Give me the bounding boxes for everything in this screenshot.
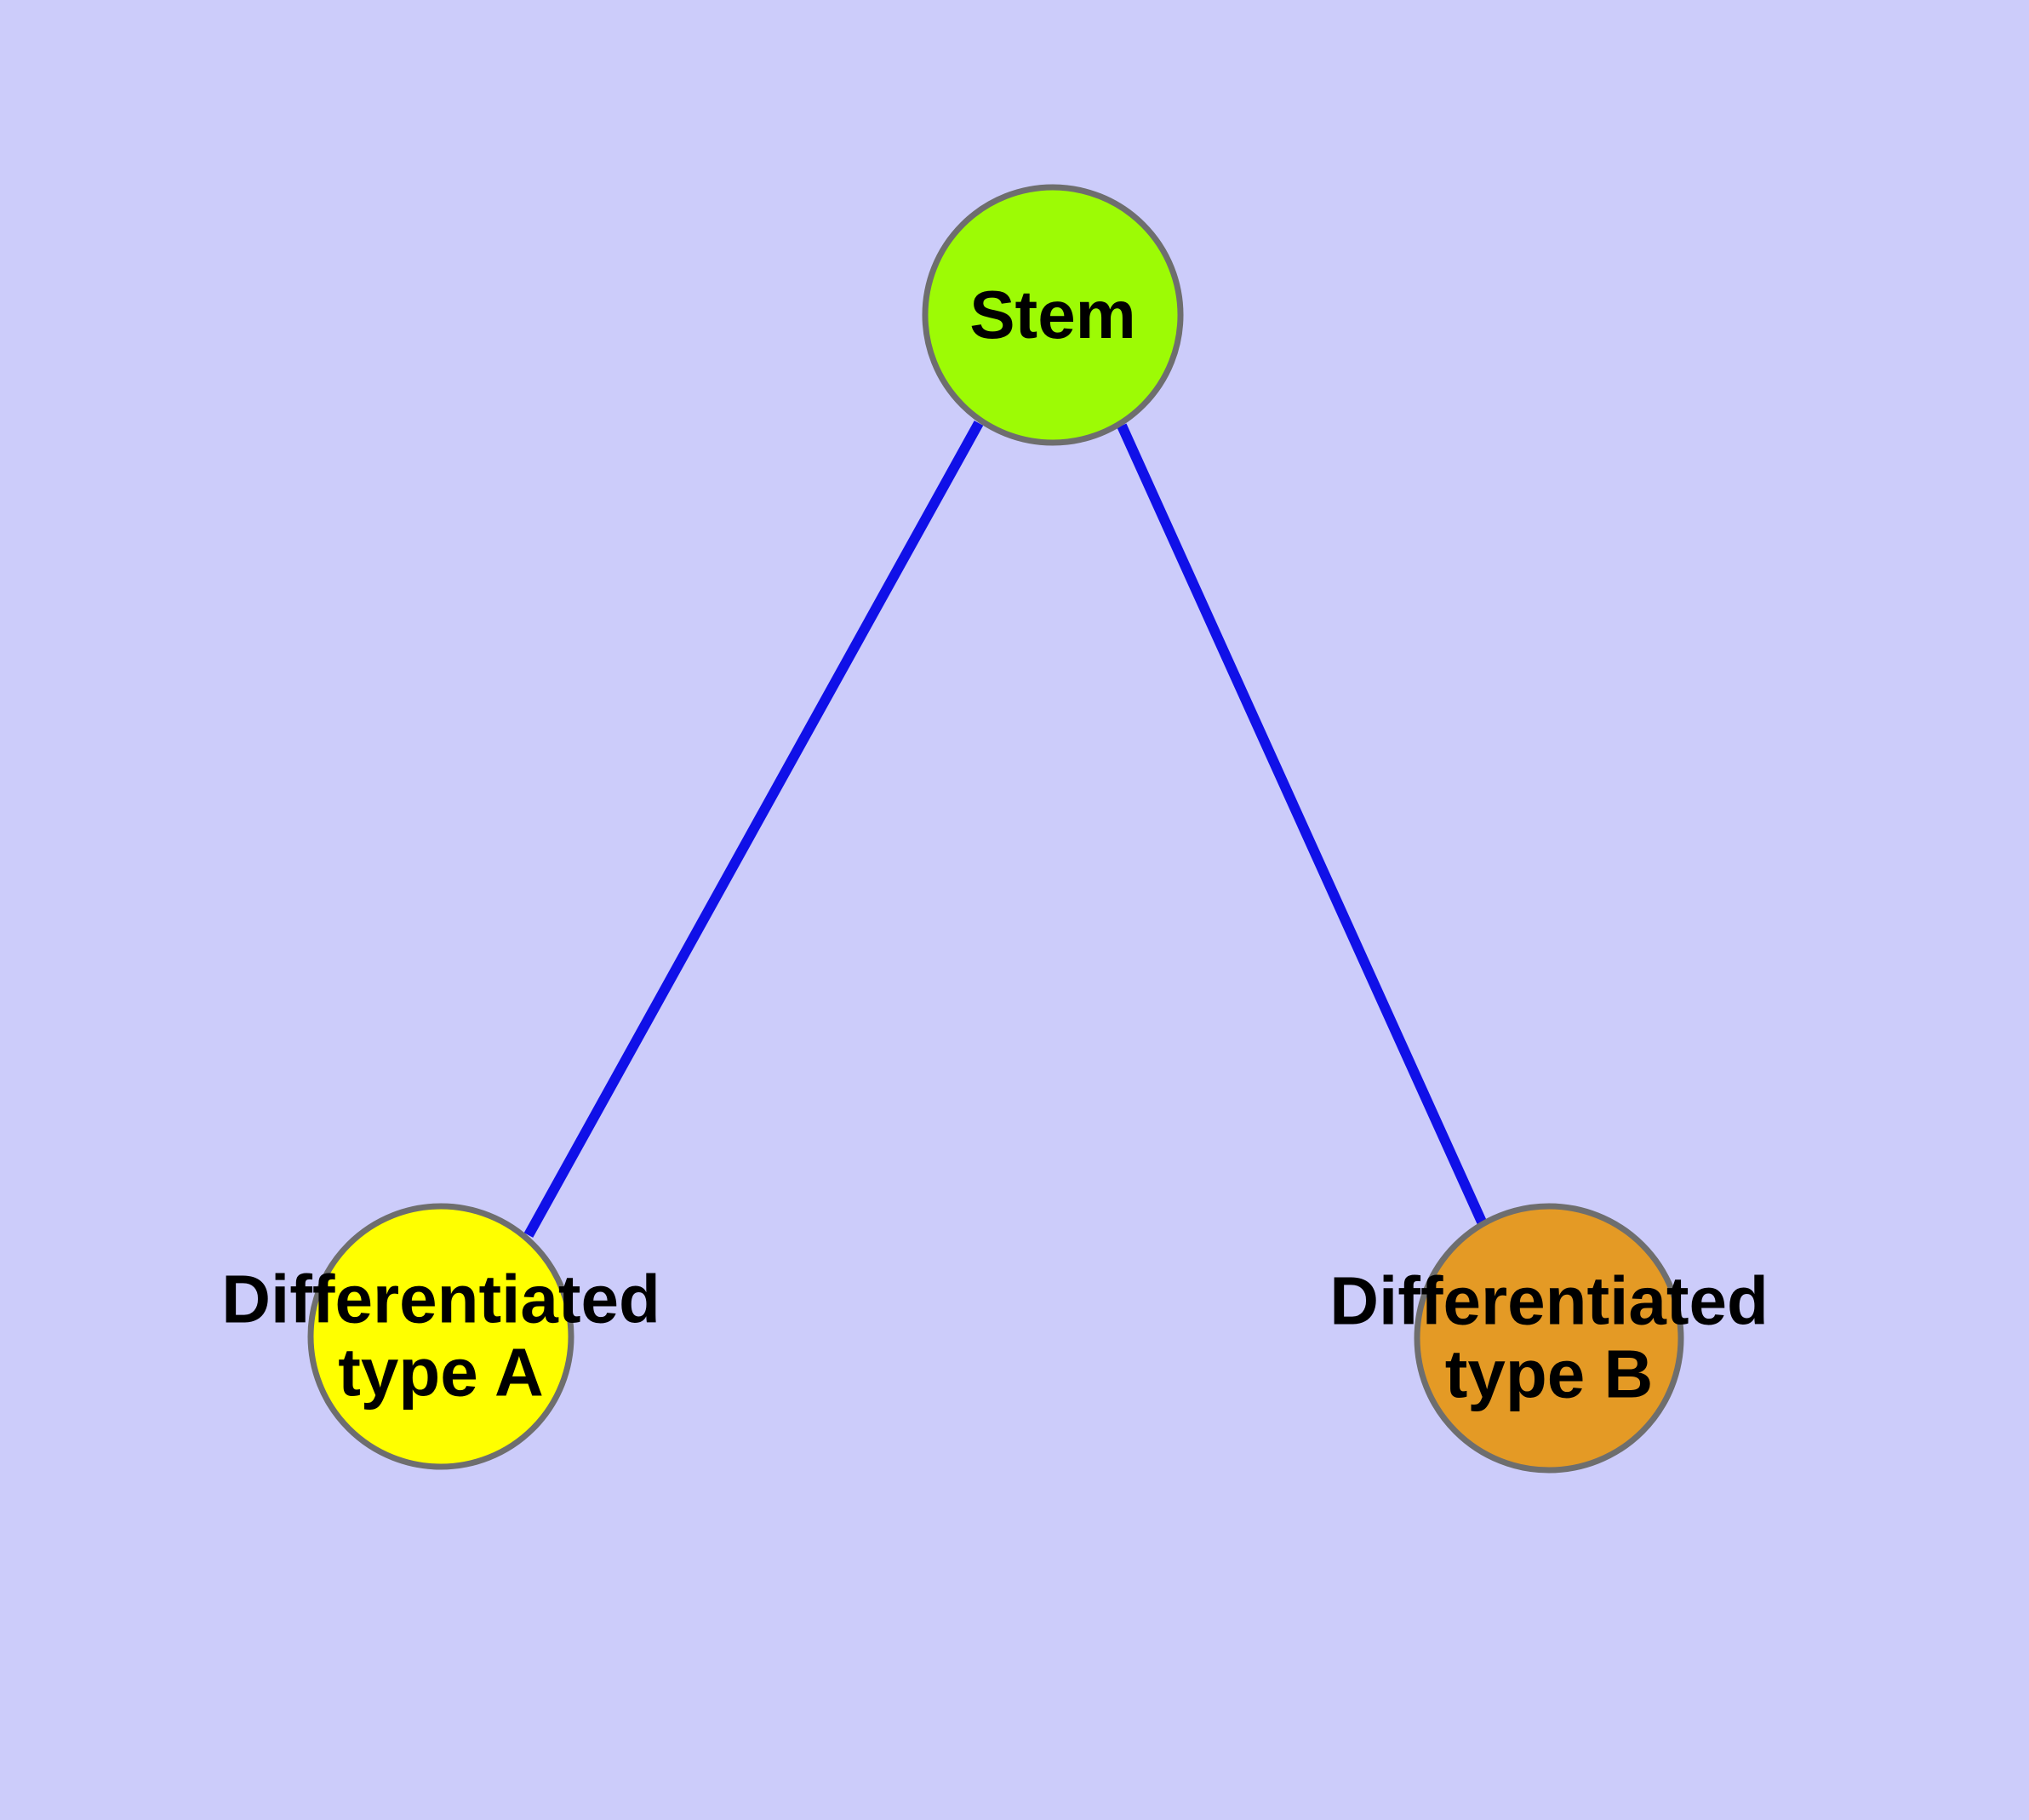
edge-layer [523, 421, 1489, 1238]
node-stem[interactable] [922, 184, 1184, 446]
node-layer [307, 184, 1684, 1474]
edge-stem-to-differentiated-type-a[interactable] [523, 421, 984, 1238]
node-differentiated-type-a[interactable] [307, 1203, 574, 1470]
node-differentiated-type-b[interactable] [1414, 1203, 1684, 1474]
edge-stem-to-differentiated-type-b[interactable] [1117, 423, 1489, 1230]
